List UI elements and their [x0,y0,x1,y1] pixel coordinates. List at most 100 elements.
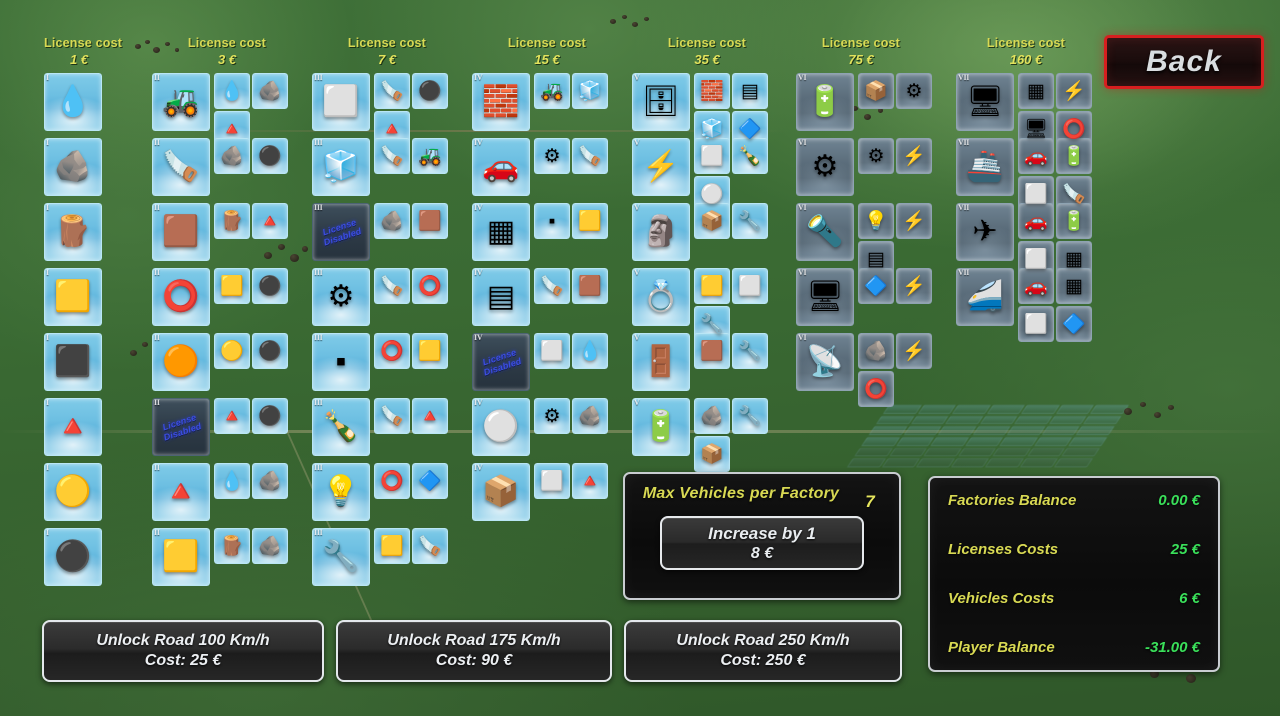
product-tile-sand-pile[interactable]: I🔺 [44,398,102,456]
ingredient-tile-sports-car[interactable]: 🚗 [1018,203,1054,239]
product-tile-light-bulb[interactable]: III💡 [312,463,370,521]
ingredient-tile-copper-ingot[interactable]: 🟨 [694,268,730,304]
ingredient-tile-sand-pile[interactable]: 🔺 [214,398,250,434]
ingredient-tile-washing-machine[interactable]: ⬜ [534,333,570,369]
product-tile-clay-mound[interactable]: II🔺 [152,463,210,521]
product-tile-gold-bar[interactable]: I🟡 [44,463,102,521]
ingredient-tile-clay-lump[interactable]: 🪨 [694,398,730,434]
ingredient-tile-clay-lump[interactable]: 🪨 [252,528,288,564]
ingredient-tile-engine[interactable]: ⚙ [858,138,894,174]
ingredient-tile-steel-bars[interactable]: 🪚 [374,268,410,304]
ingredient-tile-monitor[interactable]: 🖥 [1018,111,1054,147]
ingredient-tile-engine[interactable]: ⚙ [534,138,570,174]
ingredient-tile-wood-plank[interactable]: 🟫 [694,333,730,369]
product-tile-wardrobe[interactable]: V🚪 [632,333,690,391]
ingredient-tile-steel-bars[interactable]: 🪚 [572,138,608,174]
ingredient-tile-clay-lump[interactable]: 🪨 [252,73,288,109]
ingredient-tile-container[interactable]: ⬜ [1018,176,1054,212]
ingredient-tile-clay-mound[interactable]: 🔺 [374,111,410,147]
ingredient-tile-high-voltage-sign[interactable]: ⚡ [896,203,932,239]
ingredient-tile-glass-bottle[interactable]: 🍾 [732,138,768,174]
product-tile-coal-lump[interactable]: I⚫ [44,528,102,586]
product-tile-rubber-tube[interactable]: II⭕ [152,268,210,326]
ingredient-tile-microchip[interactable]: ▪ [534,203,570,239]
ingredient-tile-circuit-board[interactable]: ▦ [1056,241,1092,277]
ingredient-tile-glass-sheet[interactable]: 🔷 [732,111,768,147]
ingredient-tile-steel-bars[interactable]: 🪚 [534,268,570,304]
product-tile-satellite-dish[interactable]: VI📡 [796,333,854,391]
product-tile-high-speed-train[interactable]: VII🚄 [956,268,1014,326]
ingredient-tile-iron-ore[interactable]: 🪨 [572,398,608,434]
product-tile-server-rack[interactable]: V🗄 [632,73,690,131]
product-tile-brick-wall[interactable]: IV🧱 [472,73,530,131]
product-tile-spotlight[interactable]: VI🔦 [796,203,854,261]
product-tile-microchip[interactable]: III▪ [312,333,370,391]
ingredient-tile-coal-lump[interactable]: ⚫ [412,73,448,109]
ingredient-tile-battery[interactable]: 🔋 [1056,203,1092,239]
product-tile-desktop-computer[interactable]: VII🖥 [956,73,1014,131]
ingredient-tile-high-voltage-sign[interactable]: ⚡ [896,333,932,369]
ingredient-tile-high-voltage-sign[interactable]: ⚡ [896,268,932,304]
ingredient-tile-cardboard-box[interactable]: 📦 [858,73,894,109]
product-tile-wrench[interactable]: III🔧 [312,528,370,586]
ingredient-tile-container[interactable]: ⬜ [1018,306,1054,342]
ingredient-tile-coal-lump[interactable]: ⚫ [252,333,288,369]
product-tile-solar-panel[interactable]: IV▤ [472,268,530,326]
ingredient-tile-steel-bars[interactable]: 🪚 [374,398,410,434]
product-tile-cruise-ship[interactable]: VII🚢 [956,138,1014,196]
product-tile-clay-lump[interactable]: I🪨 [44,138,102,196]
ingredient-tile-engine[interactable]: ⚙ [534,398,570,434]
product-tile-battery[interactable]: VI🔋 [796,73,854,131]
ingredient-tile-high-voltage-sign[interactable]: ⚡ [896,138,932,174]
ingredient-tile-gold-bar[interactable]: 🟡 [214,333,250,369]
ingredient-tile-wood-log[interactable]: 🪵 [214,203,250,239]
ingredient-tile-water-drop[interactable]: 💧 [572,333,608,369]
unlock-road-175-button[interactable]: Unlock Road 175 Km/h Cost: 90 € [336,620,612,682]
ingredient-tile-concrete-mixer[interactable]: 🚜 [534,73,570,109]
ingredient-tile-rubber-tube[interactable]: ⭕ [1056,111,1092,147]
ingredient-tile-wrench[interactable]: 🔧 [732,333,768,369]
ingredient-tile-iron-ore[interactable]: 🪨 [374,203,410,239]
ingredient-tile-iron-ore[interactable]: 🪨 [858,333,894,369]
ingredient-tile-coal-lump[interactable]: ⚫ [252,398,288,434]
product-tile-engine[interactable]: III⚙ [312,268,370,326]
ingredient-tile-solar-panel[interactable]: ▤ [732,73,768,109]
ingredient-tile-brick-wall[interactable]: 🧱 [694,73,730,109]
ingredient-tile-sports-car[interactable]: 🚗 [1018,268,1054,304]
ingredient-tile-rubber-tube[interactable]: ⭕ [374,333,410,369]
ingredient-tile-coal-lump[interactable]: ⚫ [252,268,288,304]
ingredient-tile-copper-wire[interactable]: ⭕ [858,371,894,407]
product-tile-airplane[interactable]: VII✈ [956,203,1014,261]
ingredient-tile-light-bulb[interactable]: 💡 [858,203,894,239]
product-tile-generator[interactable]: VI⚙ [796,138,854,196]
ingredient-tile-cardboard-box[interactable]: 📦 [694,436,730,472]
ingredient-tile-steel-bars[interactable]: 🪚 [374,73,410,109]
product-tile-high-voltage-sign[interactable]: V⚡ [632,138,690,196]
ingredient-tile-turbine-wheel[interactable]: ⚪ [694,176,730,212]
ingredient-tile-sports-car[interactable]: 🚗 [1018,138,1054,174]
ingredient-tile-clay-mound[interactable]: 🔺 [412,398,448,434]
ingredient-tile-battery[interactable]: 🔋 [1056,138,1092,174]
ingredient-tile-refrigerator[interactable]: 🧊 [694,111,730,147]
product-tile-steel-bars[interactable]: II🪚 [152,138,210,196]
product-tile-washing-machine[interactable]: III⬜ [312,73,370,131]
ingredient-tile-copper-wire[interactable]: ⭕ [374,463,410,499]
product-tile-refrigerator[interactable]: III🧊 [312,138,370,196]
ingredient-tile-copper-ingot[interactable]: 🟨 [214,268,250,304]
ingredient-tile-copper-ingot[interactable]: 🟨 [572,203,608,239]
unlock-road-100-button[interactable]: Unlock Road 100 Km/h Cost: 25 € [42,620,324,682]
product-tile-water-drop[interactable]: I💧 [44,73,102,131]
ingredient-tile-coal-lump[interactable]: ⚫ [252,138,288,174]
ingredient-tile-iron-ore[interactable]: 🪨 [214,138,250,174]
product-tile-copper-ingot[interactable]: I🟨 [44,268,102,326]
ingredient-tile-wood-plank[interactable]: 🟫 [572,268,608,304]
ingredient-tile-wrench[interactable]: 🔧 [694,306,730,342]
ingredient-tile-clay-lump[interactable]: 🪨 [252,463,288,499]
ingredient-tile-circuit-board[interactable]: ▦ [1018,73,1054,109]
ingredient-tile-circuit-board[interactable]: ▦ [1056,268,1092,304]
product-tile-monitor[interactable]: VI🖥 [796,268,854,326]
product-tile-cardboard-box[interactable]: IV📦 [472,463,530,521]
ingredient-tile-clay-mound[interactable]: 🔺 [572,463,608,499]
